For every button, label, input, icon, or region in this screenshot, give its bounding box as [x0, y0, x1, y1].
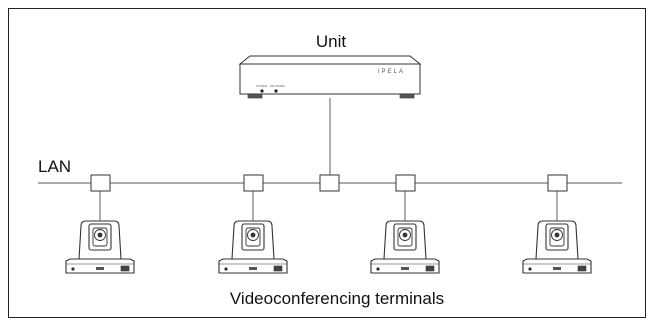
camera-terminal-icon	[218, 220, 288, 274]
terminal-2	[218, 174, 288, 274]
network-connector-icon	[243, 174, 264, 192]
network-connector-icon	[395, 174, 416, 192]
lan-label: LAN	[38, 157, 71, 176]
unit-network-indicator-label: NETWORK	[270, 84, 285, 88]
network-connector-icon	[319, 174, 340, 192]
camera-terminal-icon	[522, 220, 592, 274]
unit-power-indicator-label: POWER	[256, 84, 268, 88]
unit-label: Unit	[316, 32, 347, 51]
network-connector-icon	[547, 174, 568, 192]
terminal-1	[65, 174, 135, 274]
camera-terminal-icon	[65, 220, 135, 274]
camera-terminal-icon	[370, 220, 440, 274]
unit-device-icon: IPELA POWER NETWORK	[238, 55, 422, 99]
diagram-frame	[8, 8, 646, 318]
unit-brand: IPELA	[378, 69, 405, 75]
terminals-label: Videoconferencing terminals	[230, 289, 444, 308]
terminal-4	[522, 174, 592, 274]
terminal-3	[370, 174, 440, 274]
network-connector-icon	[90, 174, 111, 192]
